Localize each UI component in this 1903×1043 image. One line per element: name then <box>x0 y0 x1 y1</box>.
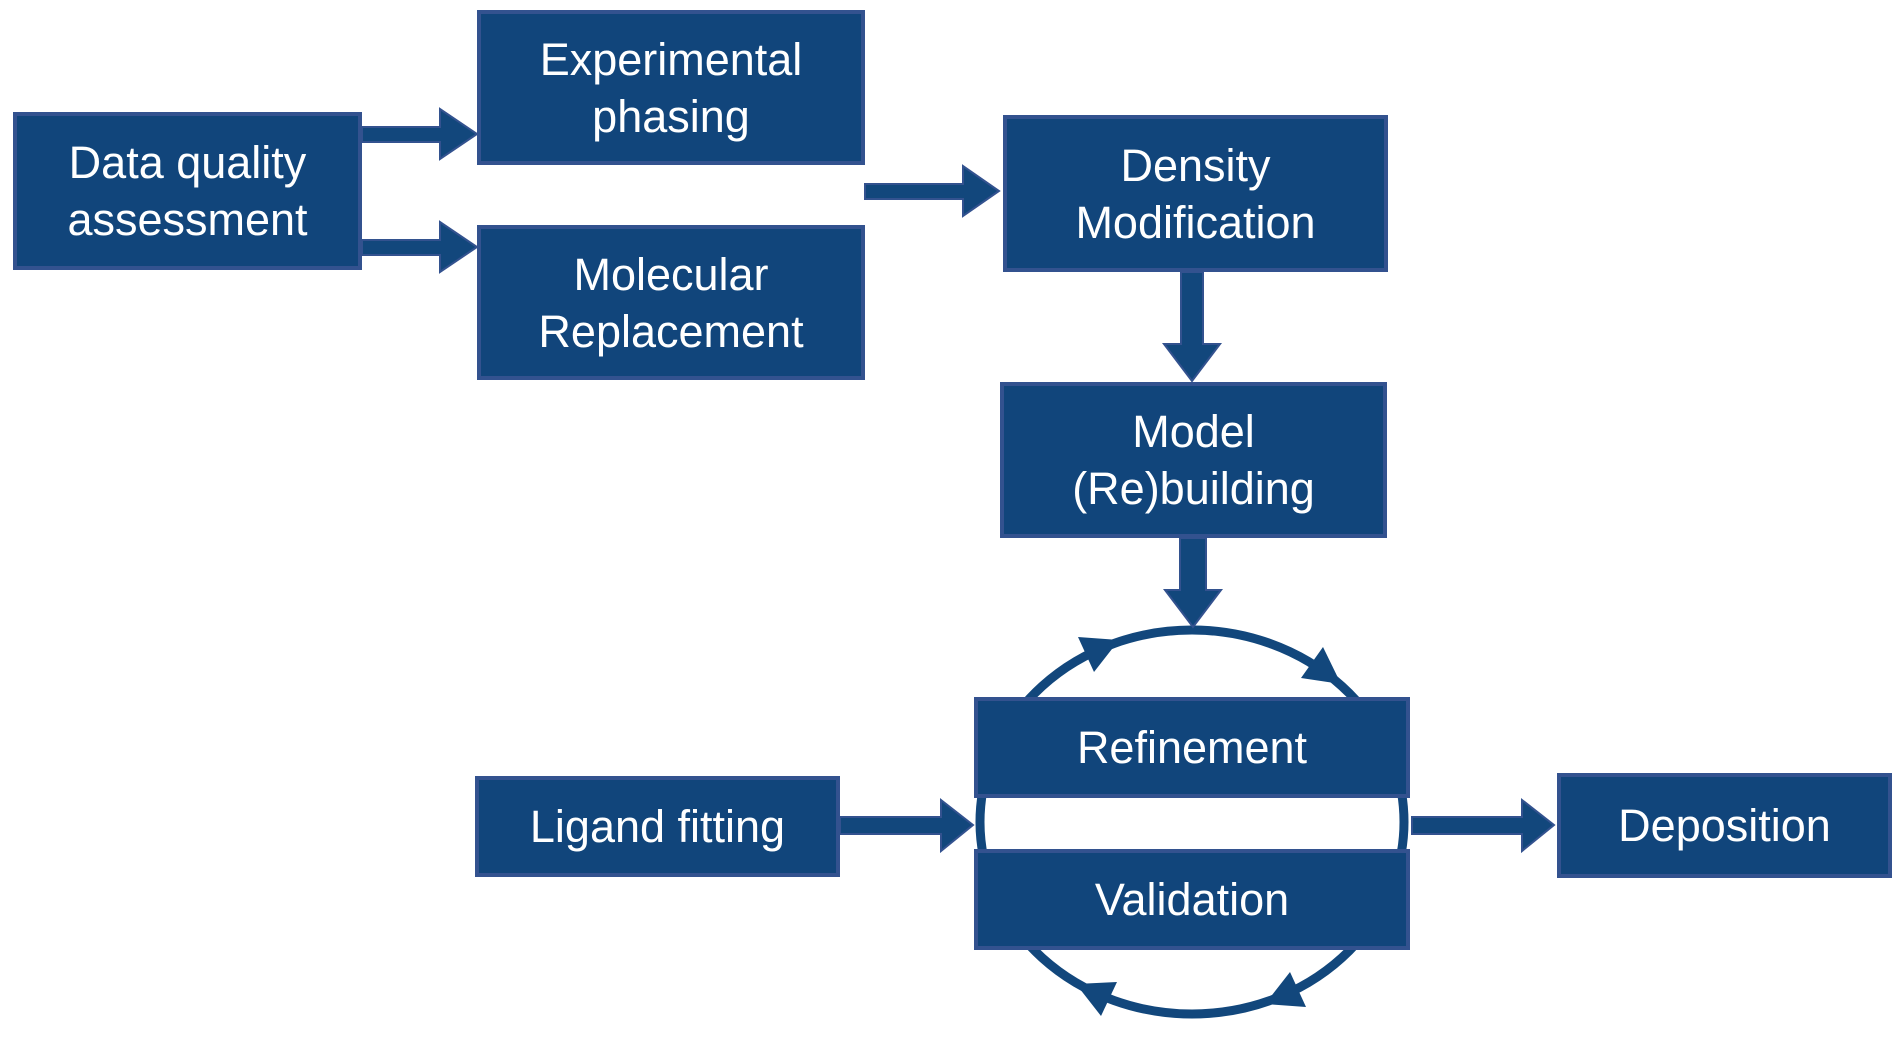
node-label: Ligand fitting <box>529 801 786 852</box>
node-refinement: Refinement <box>974 697 1410 798</box>
node-deposition: Deposition <box>1557 773 1892 878</box>
arrow-ligand-fitting-to-cycle <box>839 797 975 854</box>
node-experimental-phasing: Experimental phasing <box>477 10 865 165</box>
arrow-phasing-to-density-modification <box>864 164 1001 218</box>
node-label: Deposition <box>1618 800 1831 851</box>
arrow-model-rebuilding-to-cycle <box>1162 537 1224 629</box>
node-data-quality-assessment: Data quality assessment <box>13 112 362 270</box>
arrow-data-quality-to-molecular-replacement <box>361 220 479 274</box>
node-label: Model (Re)building <box>1072 406 1315 514</box>
arrow-density-modification-to-model-rebuilding <box>1161 271 1223 383</box>
arrow-data-quality-to-experimental-phasing <box>361 107 479 161</box>
cycle-arrowhead-top-left <box>1078 637 1119 672</box>
cycle-arrowhead-top-right <box>1301 647 1341 684</box>
cycle-arrowhead-bottom-right <box>1265 972 1306 1007</box>
node-molecular-replacement: Molecular Replacement <box>477 225 865 380</box>
arrow-cycle-to-deposition <box>1411 797 1556 854</box>
cycle-arrowhead-bottom-left <box>1076 982 1117 1016</box>
node-label: Refinement <box>1076 722 1308 773</box>
node-label: Experimental phasing <box>539 33 803 142</box>
node-validation: Validation <box>974 849 1410 950</box>
node-label: Validation <box>1094 874 1290 925</box>
node-model-rebuilding: Model (Re)building <box>1000 382 1387 538</box>
node-label: Density Modification <box>1075 139 1316 248</box>
node-density-modification: Density Modification <box>1003 115 1388 272</box>
node-label: Data quality assessment <box>67 137 308 245</box>
node-label: Molecular Replacement <box>538 248 804 357</box>
node-ligand-fitting: Ligand fitting <box>475 776 840 877</box>
cycle-ellipse <box>975 625 1409 1019</box>
